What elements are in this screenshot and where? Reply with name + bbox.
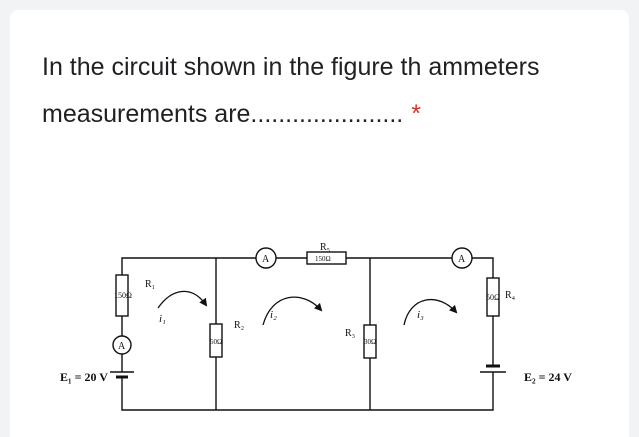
ammeter-3 [112, 335, 132, 355]
label-r1: R₁ [145, 279, 155, 290]
required-asterisk: * [411, 100, 421, 128]
label-r1-value: 150Ω [114, 291, 132, 300]
resistor-r2 [209, 323, 223, 358]
label-r5: R₅ [320, 242, 330, 253]
battery-e1 [110, 371, 134, 384]
label-e2: E₂ = 24 V [524, 370, 572, 384]
current-arrow-i1 [157, 290, 208, 309]
label-ammeter-1: A [262, 254, 270, 265]
current-arrow-i3 [403, 298, 458, 326]
label-r5-value: 150Ω [315, 255, 331, 263]
resistor-r3 [363, 324, 377, 359]
label-i3: i₃ [417, 309, 424, 321]
label-r3-value: 30Ω [364, 338, 376, 346]
label-r4: R₄ [505, 290, 516, 301]
resistor-r4 [486, 277, 500, 317]
label-r2-value: 50Ω [210, 338, 222, 346]
question-card [10, 10, 629, 437]
battery-e2 [480, 364, 506, 378]
label-ammeter-3: A [118, 341, 126, 352]
label-r2: R₂ [234, 320, 244, 331]
label-ammeter-2: A [458, 254, 466, 265]
label-r3: R₃ [345, 328, 355, 339]
question-text: In the circuit shown in the figure th am… [42, 44, 582, 138]
resistor-r5 [306, 251, 347, 265]
label-i2: i₂ [270, 309, 277, 321]
circuit-wires [121, 257, 494, 411]
ammeter-2 [451, 247, 473, 269]
ammeter-1 [255, 247, 277, 269]
label-i1: i₁ [159, 313, 166, 325]
question-title: In the circuit shown in the figure th am… [42, 53, 540, 128]
label-e1: E₁ = 20 V [60, 370, 108, 384]
current-arrow-i2 [262, 296, 323, 326]
resistor-r1 [115, 274, 129, 317]
label-r4-value: 50Ω [486, 293, 500, 302]
